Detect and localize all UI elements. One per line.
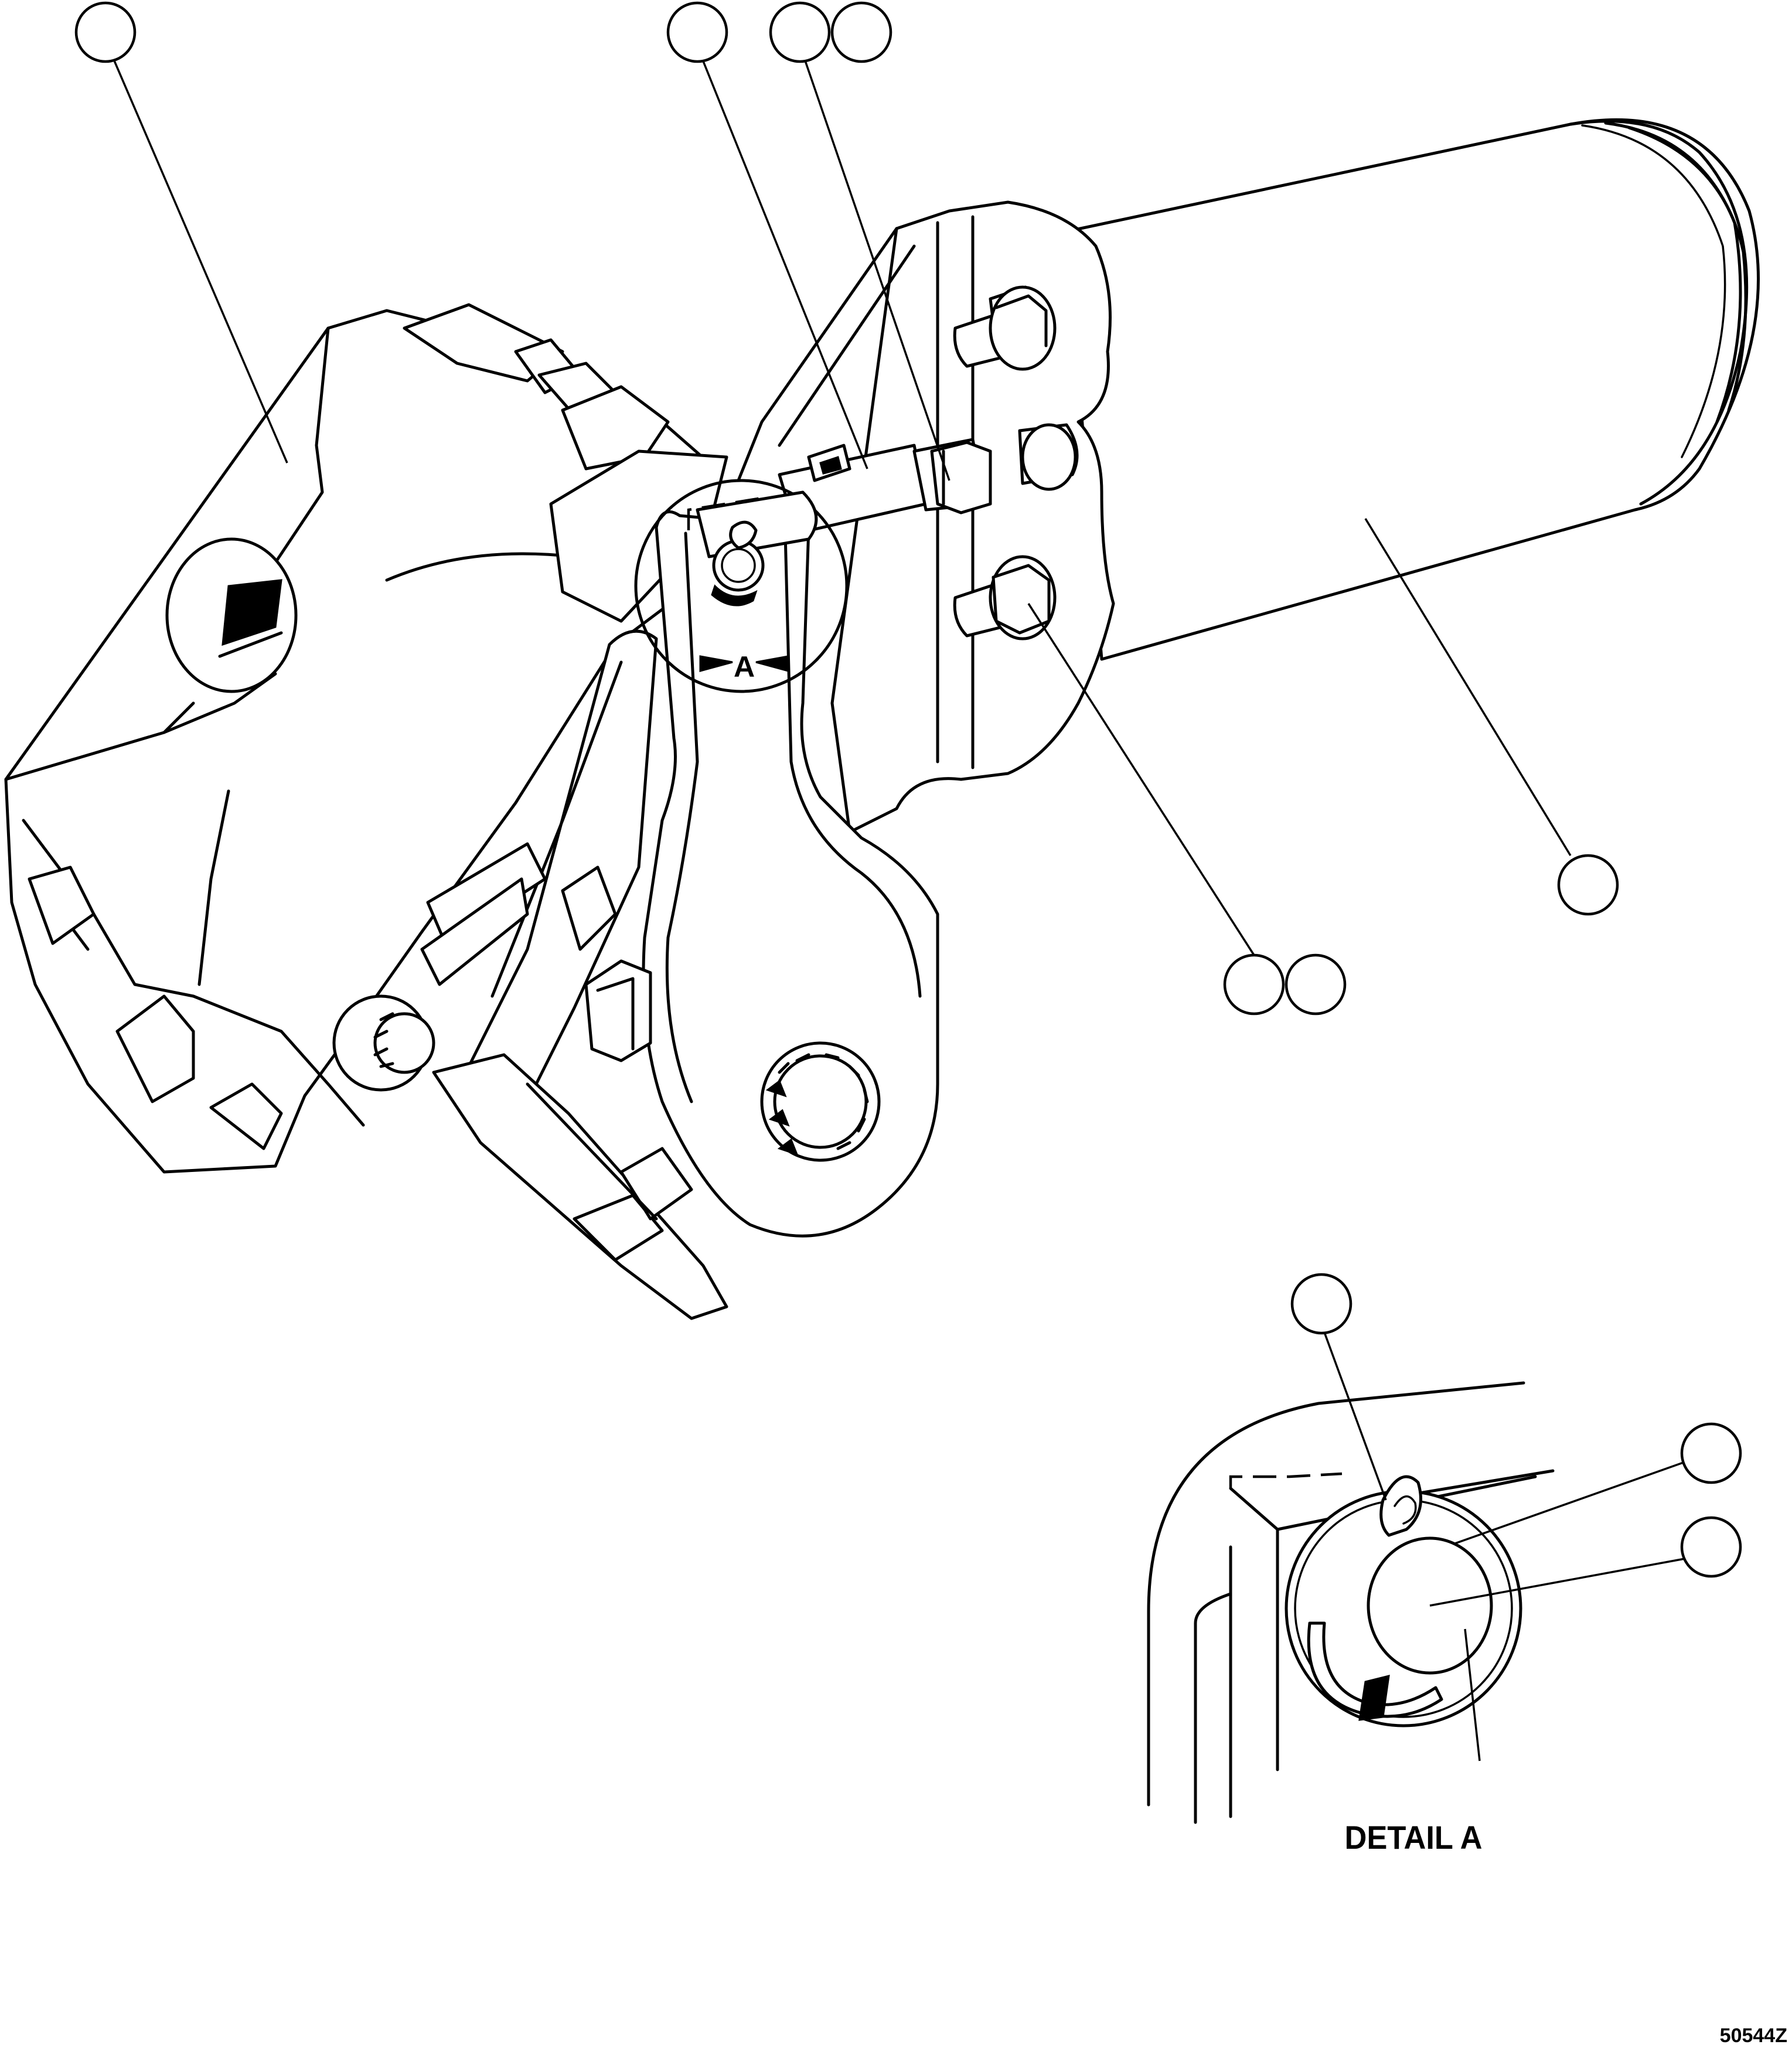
- arm-hex-bolt: [584, 959, 652, 1062]
- view-marker-label: A: [734, 650, 755, 683]
- balloon-6: [1223, 953, 1285, 1016]
- balloon-9: [1680, 1422, 1742, 1484]
- lower-linkage: [432, 1053, 728, 1320]
- rod-adjusting-nut: [930, 441, 992, 514]
- balloon-5: [1557, 854, 1619, 916]
- balloon-7: [1285, 953, 1347, 1016]
- gearbox-top-features: [403, 303, 670, 471]
- upper-bolt: [953, 285, 1057, 371]
- balloon-2: [666, 1, 728, 63]
- secondary-arm: [420, 629, 658, 1122]
- drawing-number: 50544Z: [1720, 2025, 1787, 2047]
- gearbox-housing: [4, 309, 711, 1174]
- balloon-1: [74, 1, 137, 63]
- balloon-4: [830, 1, 892, 63]
- detail-a-title: DETAIL A: [1345, 1819, 1483, 1856]
- balloon-10: [1680, 1516, 1742, 1578]
- lower-pivot: [332, 994, 435, 1092]
- detail-a-callout: [634, 479, 849, 693]
- leader-lines: [110, 53, 1685, 1761]
- middle-bolt: [1018, 423, 1079, 491]
- balloon-8: [1290, 1273, 1352, 1335]
- wiper-motor-cylinder: [1065, 118, 1760, 661]
- crank-arm: [642, 510, 939, 1238]
- balloon-3: [769, 1, 831, 63]
- detail-a-view: [1147, 1381, 1555, 1824]
